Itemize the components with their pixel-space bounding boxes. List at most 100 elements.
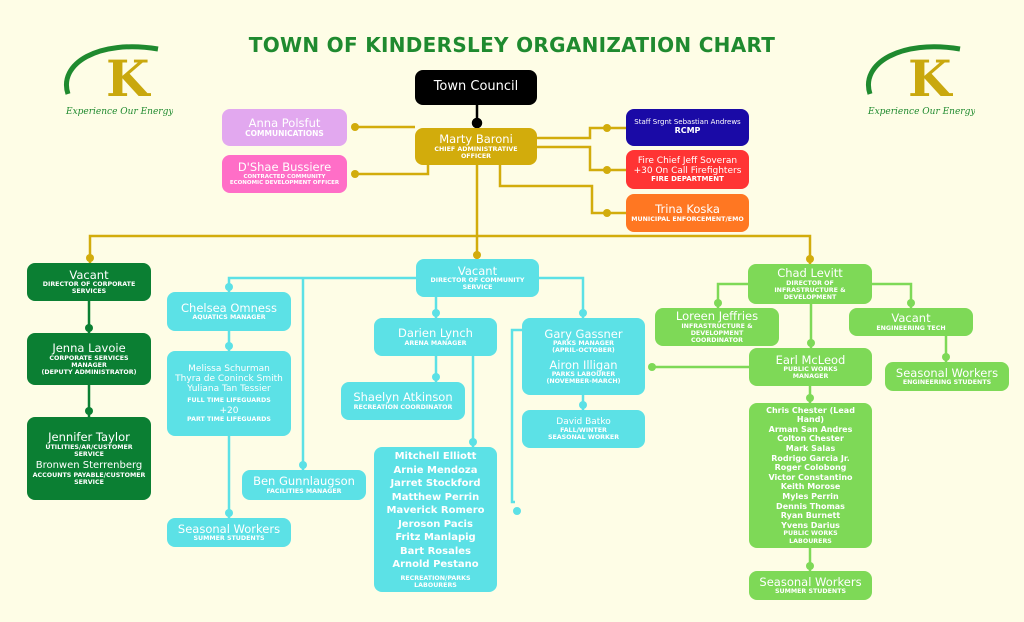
node-name: Darien Lynch — [398, 326, 473, 341]
node-name: Marty Baroni — [439, 132, 513, 147]
svg-text:Experience Our Energy: Experience Our Energy — [867, 107, 975, 117]
node-name: Anna Polsfut — [248, 115, 321, 130]
node-name: Airon Illigan — [549, 357, 618, 372]
public-works-labourers-node: Chris Chester (Lead Hand) Arman San Andr… — [749, 403, 872, 548]
node-name: Jenna Lavoie — [52, 340, 126, 355]
node-name: Arnold Pestano — [392, 559, 479, 571]
node-role: AQUATICS MANAGER — [192, 314, 266, 322]
node-name: Seasonal Workers — [759, 574, 862, 589]
node-name: Keith Morose — [780, 482, 841, 492]
node-period: (APRIL-OCTOBER) — [552, 347, 615, 355]
node-name: Fire Chief Jeff Soveran — [637, 155, 738, 166]
node-role: SUMMER STUDENTS — [193, 535, 265, 543]
node-name: Maverick Romero — [386, 505, 485, 517]
node-role: ACCOUNTS PAYABLE/CUSTOMER SERVICE — [32, 471, 146, 486]
node-role: FIRE DEPARTMENT — [651, 174, 724, 183]
node-name: Vacant — [69, 267, 109, 282]
node-name: D'Shae Bussiere — [237, 160, 332, 175]
lifeguards-node: Melissa Schurman Thyra de Coninck Smith … — [167, 351, 291, 436]
node-role: PARKS MANAGER — [553, 340, 614, 348]
node-role: PARKS LABOURER — [551, 371, 616, 379]
node-name: Victor Constantino — [768, 472, 853, 482]
node-name: Mitchell Elliott — [394, 451, 477, 463]
node-period: (NOVEMBER-MARCH) — [546, 378, 621, 386]
node-name: Bronwen Sterrenberg — [35, 460, 143, 472]
node-role: SUMMER STUDENTS — [774, 588, 847, 596]
node-role: COMMUNICATIONS — [245, 128, 324, 138]
node-name: Matthew Perrin — [391, 491, 480, 503]
node-name: Colton Chester — [777, 434, 844, 444]
node-name: Roger Colobong — [774, 463, 847, 473]
node-role: PUBLIC WORKS MANAGER — [783, 366, 838, 381]
node-role: PUBLIC WORKS LABOURERS — [783, 530, 838, 545]
svg-text:K: K — [908, 49, 953, 108]
node-role: CHIEF ADMINISTRATIVE OFFICER — [434, 145, 518, 160]
svg-text:Experience Our Energy: Experience Our Energy — [65, 107, 173, 117]
node-name: Fritz Manlapig — [395, 532, 476, 544]
node-role: FULL TIME LIFEGUARDS — [187, 397, 271, 405]
node-name: Arman San Andres — [768, 424, 853, 434]
node-name: Ben Gunnlaugson — [253, 474, 355, 489]
node-name: Melissa Schurman — [188, 363, 270, 374]
node-role: DIRECTOR OF CORPORATE SERVICES — [42, 281, 136, 296]
node-name: Town Council — [433, 79, 519, 95]
node-role: RECREATION COORDINATOR — [353, 403, 453, 411]
node-name: Trina Koska — [655, 202, 720, 217]
node-role: INFRASTRUCTURE & DEVELOPMENT COORDINATOR — [681, 322, 753, 344]
node-role: CORPORATE SERVICES MANAGER — [49, 354, 129, 369]
node-name: Loreen Jeffries — [675, 309, 759, 323]
node-name: Yvens Darius — [781, 520, 840, 530]
node-name: Jeroson Pacis — [398, 518, 473, 530]
node-role: RCMP — [674, 125, 701, 135]
node-name: Yuliana Tan Tessier — [187, 383, 271, 394]
node-name: Ryan Burnett — [780, 511, 841, 521]
node-name: Thyra de Coninck Smith — [175, 373, 283, 384]
node-extra: +20 — [219, 406, 239, 417]
recreation-labourers-node: Mitchell Elliott Arnie Mendoza Jarret St… — [374, 447, 497, 592]
node-name: Gary Gassner — [544, 326, 623, 341]
chart-title: TOWN OF KINDERSLEY ORGANIZATION CHART — [248, 33, 776, 57]
node-role: UTILITIES/AR/CUSTOMER SERVICE — [45, 444, 133, 459]
node-role: CONTRACTED COMMUNITY ECONOMIC DEVELOPMEN… — [229, 174, 340, 187]
node-role: RECREATION/PARKS LABOURERS — [400, 574, 471, 589]
node-role: (DEPUTY ADMINISTRATOR) — [41, 368, 137, 376]
node-role: PART TIME LIFEGUARDS — [187, 416, 271, 424]
node-name: Jennifer Taylor — [48, 430, 130, 445]
svg-text:K: K — [106, 49, 151, 108]
node-name: Arnie Mendoza — [393, 464, 478, 476]
node-role: MUNICIPAL ENFORCEMENT/EMO — [631, 215, 744, 223]
node-extra: +30 On Call Firefighters — [633, 165, 742, 176]
node-name: Staff Srgnt Sebastian Andrews — [634, 118, 741, 127]
node-name: Chris Chester (Lead Hand) — [766, 405, 855, 425]
node-name: Bart Rosales — [400, 545, 471, 557]
node-role: DIRECTOR OF INFRASTRUCTURE & DEVELOPMENT — [774, 279, 846, 301]
node-role: ENGINEERING STUDENTS — [902, 379, 992, 387]
town-council-node: Town Council — [415, 70, 537, 105]
node-name: Myles Perrin — [782, 491, 839, 501]
node-role: FACILITIES MANAGER — [266, 487, 342, 495]
node-name: Seasonal Workers — [895, 365, 999, 380]
node-role: ENGINEERING TECH — [876, 324, 946, 332]
